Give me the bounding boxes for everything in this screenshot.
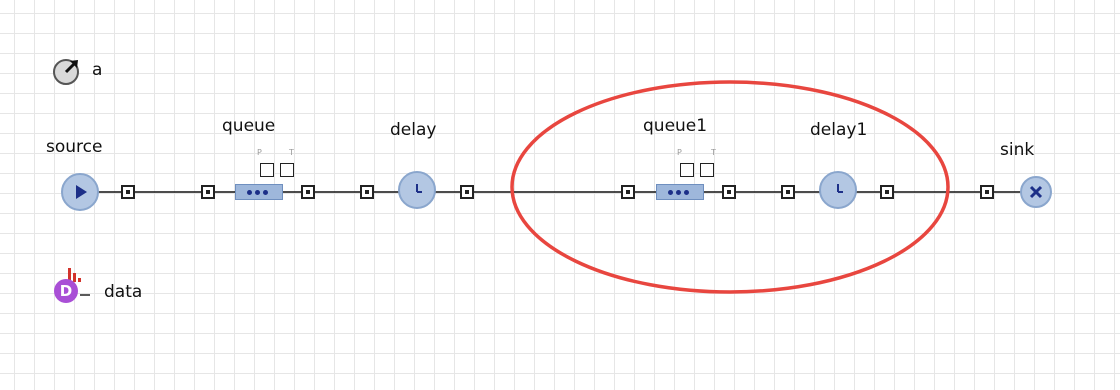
dataset-icon (54, 268, 90, 303)
sink-block[interactable] (1020, 176, 1052, 208)
dataset-icon-letter: D (59, 282, 73, 300)
queue-timeout-port[interactable] (280, 163, 294, 177)
delay1-in-port[interactable] (781, 185, 795, 199)
queue1-t-letter: T (711, 148, 716, 157)
delay1-out-port[interactable] (880, 185, 894, 199)
sink-label: sink (1000, 140, 1035, 160)
queue-out-port[interactable] (301, 185, 315, 199)
delay-in-port[interactable] (360, 185, 374, 199)
queue-preempt-port[interactable] (260, 163, 274, 177)
dataset-label: data (104, 282, 143, 302)
queue-t-letter: T (289, 148, 294, 157)
delay-out-port[interactable] (460, 185, 474, 199)
delay1-block[interactable] (819, 171, 857, 209)
queue1-out-port[interactable] (722, 185, 736, 199)
sink-in-port[interactable] (980, 185, 994, 199)
close-icon (1029, 185, 1043, 199)
queue-p-letter: P (257, 148, 262, 157)
queue1-in-port[interactable] (621, 185, 635, 199)
queue1-label: queue1 (643, 116, 708, 136)
queue-in-port[interactable] (201, 185, 215, 199)
highlight-ellipse (510, 80, 950, 294)
queue-label: queue (222, 116, 276, 136)
queue1-timeout-port[interactable] (700, 163, 714, 177)
queue1-block[interactable] (656, 184, 704, 200)
source-block[interactable] (61, 173, 99, 211)
parameter-icon (53, 59, 79, 85)
source-out-port[interactable] (121, 185, 135, 199)
delay-label: delay (390, 120, 437, 140)
source-label: source (46, 137, 103, 157)
play-icon (76, 185, 87, 199)
queue1-preempt-port[interactable] (680, 163, 694, 177)
clock-icon (837, 184, 843, 193)
parameter-label: a (92, 60, 103, 80)
queue1-p-letter: P (677, 148, 682, 157)
delay-block[interactable] (398, 171, 436, 209)
queue-block[interactable] (235, 184, 283, 200)
delay1-label: delay1 (810, 120, 868, 140)
clock-icon (416, 184, 422, 193)
